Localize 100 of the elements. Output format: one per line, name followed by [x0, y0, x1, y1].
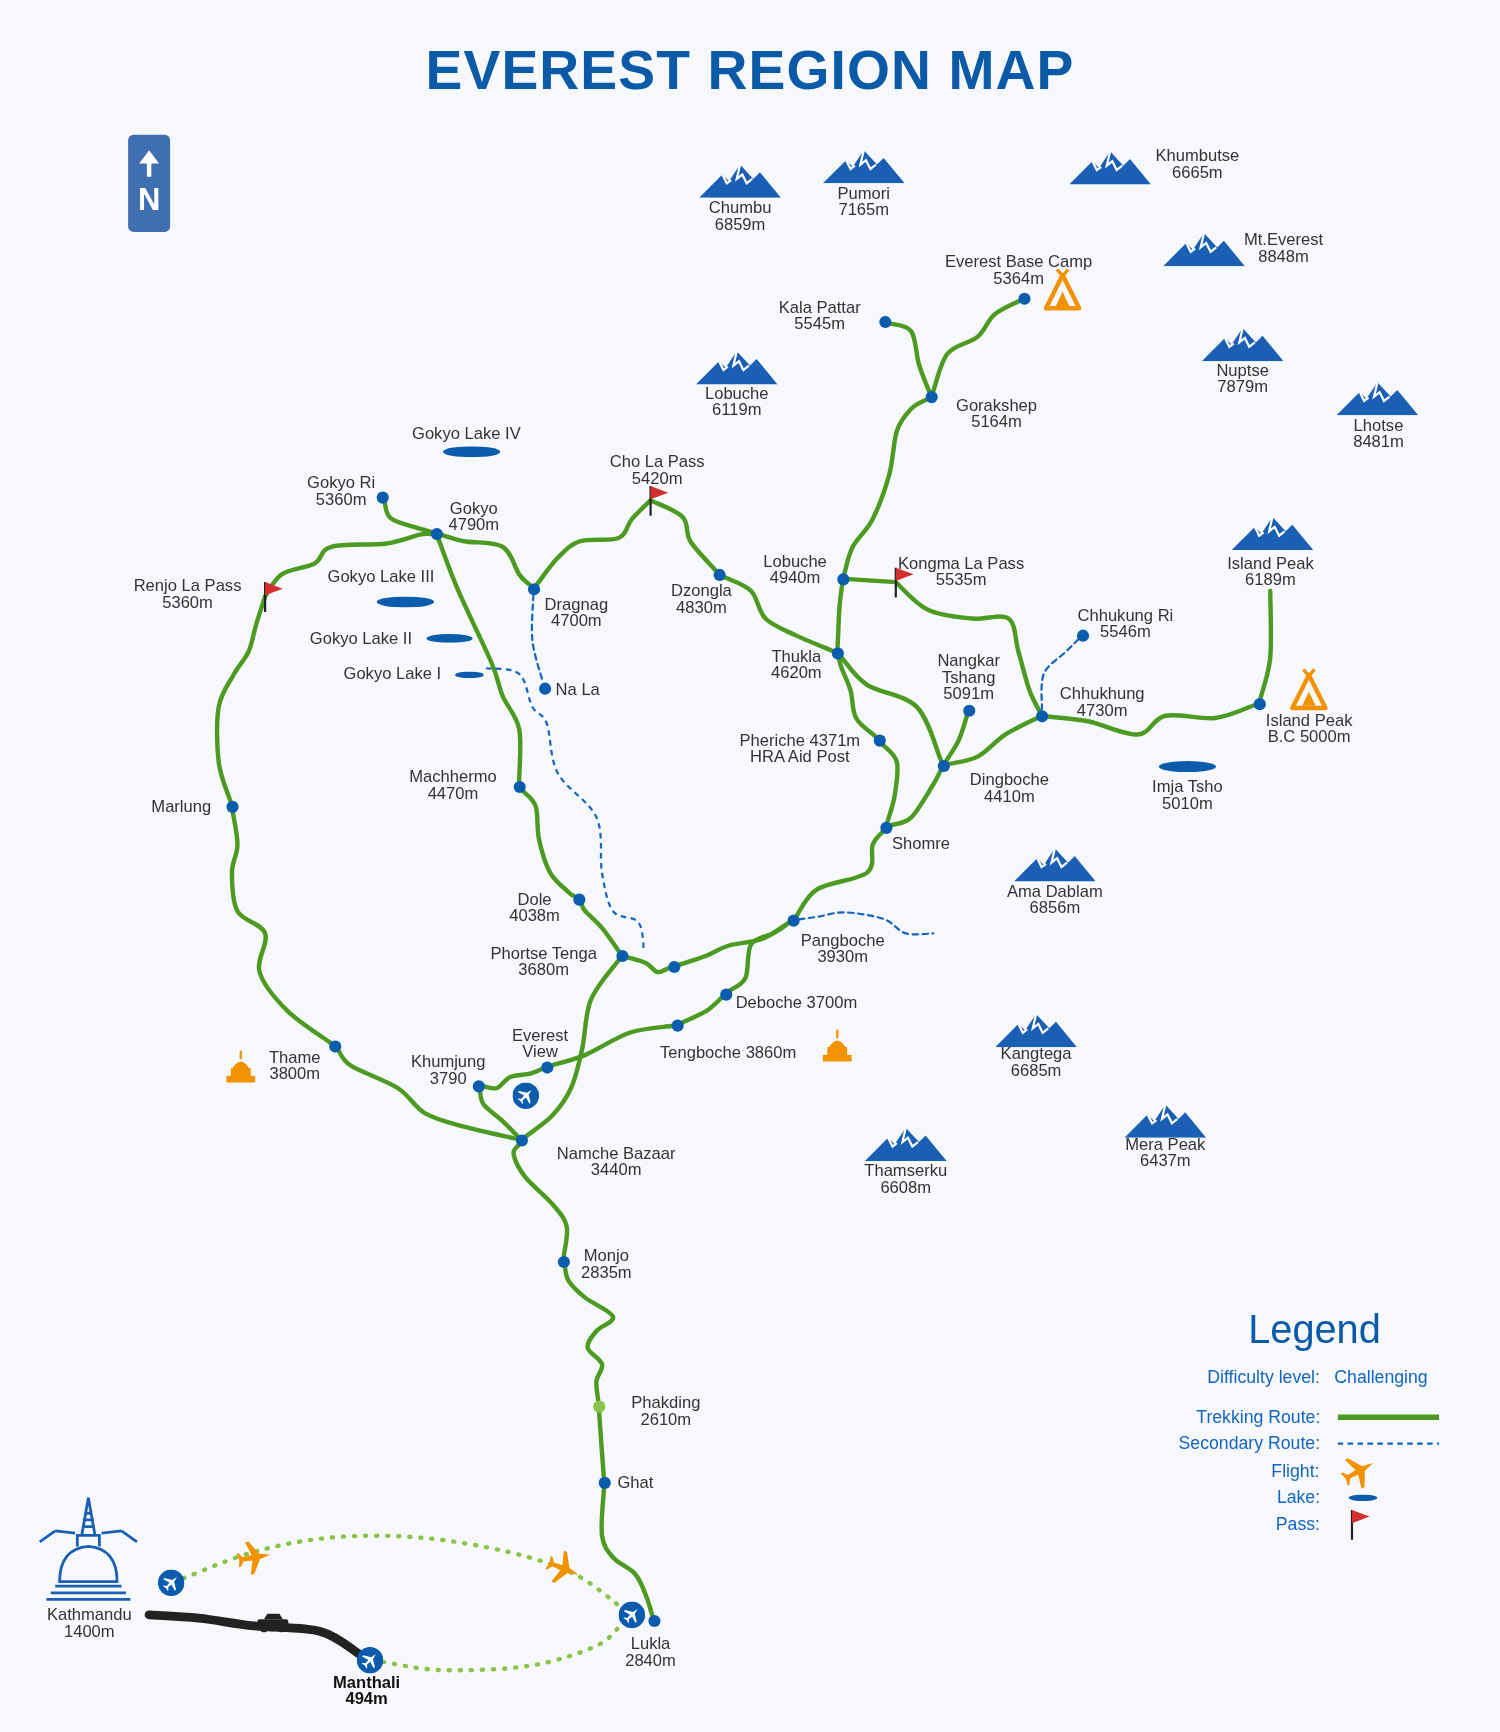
route-line	[794, 829, 885, 918]
place-name: Renjo La Pass	[133, 576, 242, 594]
place-detail: 2835m	[581, 1263, 632, 1281]
place-detail: 4730m	[1076, 701, 1128, 718]
place-name: Dzongla	[671, 582, 732, 599]
place-name: Khumjung	[410, 1052, 486, 1070]
legend-label: Flight:	[1271, 1461, 1320, 1482]
route-line	[523, 958, 621, 1139]
place-name: Everest Base Camp	[944, 252, 1093, 270]
route-line	[888, 321, 932, 394]
place-detail: 2840m	[625, 1651, 676, 1668]
peak-label: Pumori 7165m	[836, 184, 891, 218]
place-name: Na La	[555, 680, 600, 697]
place-name: Lobuche	[763, 552, 827, 569]
place-name: Monjo	[583, 1247, 629, 1264]
route-line	[477, 1089, 520, 1138]
peak-label: Ama Dablam 6856m	[1005, 882, 1104, 916]
place-detail: 6189m	[1245, 571, 1296, 588]
place-detail: 5360m	[162, 593, 213, 610]
route-line	[625, 955, 671, 975]
route-line	[520, 788, 576, 898]
route-line	[1258, 588, 1274, 700]
place-name: Pheriche 4371m	[739, 731, 861, 748]
place-name: Gorakshep	[956, 396, 1038, 414]
route-line	[842, 397, 929, 576]
route-line	[214, 594, 268, 803]
place-detail: 4470m	[427, 784, 479, 801]
route-line	[931, 299, 1021, 394]
peak-label: Nuptse 7879m	[1215, 361, 1270, 395]
secondary-route-line	[1040, 638, 1080, 711]
lake-label: Gokyo Lake I	[343, 664, 442, 682]
secondary-route-line	[797, 911, 935, 936]
place-detail: 4038m	[509, 906, 560, 924]
place-name: Kala Pattar	[778, 298, 861, 315]
place-detail: 4830m	[676, 598, 727, 616]
place-name: Shomre	[891, 835, 950, 852]
place-name: Lukla	[630, 1634, 671, 1652]
peak-label: Chumbu 6859m	[707, 198, 773, 232]
road-line	[144, 1610, 363, 1658]
place-name: Machhermo	[409, 767, 497, 785]
place-detail: 494m	[345, 1690, 388, 1707]
map-title: EVEREST REGION MAP	[424, 39, 1076, 102]
place-name: Kathmandu	[46, 1606, 132, 1623]
place-name: Thame	[268, 1048, 321, 1065]
place-detail: 4940m	[769, 568, 821, 586]
route-line	[893, 579, 1042, 713]
place-detail: 3680m	[518, 960, 570, 978]
route-line	[680, 995, 724, 1025]
route-line	[722, 574, 834, 653]
place-detail: 3790	[429, 1069, 467, 1086]
route-line	[839, 655, 943, 763]
peak-label: Mera Peak 6437m	[1124, 1135, 1207, 1169]
place-name: Pangboche	[800, 931, 885, 948]
legend-title: Legend	[1248, 1307, 1381, 1352]
route-line	[262, 531, 433, 599]
place-name: Phakding	[631, 1393, 701, 1411]
place-detail: HRA Aid Post	[750, 747, 850, 765]
peak-label: Kangtega 6685m	[999, 1044, 1073, 1079]
route-line	[889, 768, 943, 828]
peak-label: Thamserku 6608m	[863, 1162, 949, 1196]
place-name: Tengboche 3860m	[660, 1043, 797, 1061]
place-name: Cho La Pass	[609, 452, 705, 470]
route-line	[880, 742, 900, 824]
place-detail: 5545m	[794, 314, 846, 332]
difficulty-value: Challenging	[1334, 1367, 1428, 1388]
place-detail: 3800m	[269, 1064, 321, 1082]
place-name: Island Peak	[1265, 711, 1353, 728]
peak-label: Mt.Everest 8848m	[1242, 230, 1325, 264]
lake-label: Gokyo Lake IV	[412, 424, 521, 441]
route-line	[596, 1410, 606, 1479]
place-detail: 4620m	[771, 663, 822, 681]
place-detail: 5164m	[971, 413, 1022, 430]
route-line	[562, 1265, 616, 1403]
peak-label: Lhotse 8481m	[1352, 416, 1405, 450]
place-name: Gokyo Ri	[307, 473, 376, 491]
legend-label: Lake:	[1276, 1487, 1321, 1508]
place-name: Island Peak	[1227, 554, 1314, 572]
route-line	[1045, 703, 1256, 737]
lake-label: Gokyo Lake II	[309, 629, 413, 647]
north-label: N	[136, 182, 162, 218]
peak-label: Lobuche 6119m	[703, 384, 770, 418]
place-detail: 5420m	[631, 469, 683, 486]
lake-label: Gokyo Lake III	[327, 567, 435, 585]
place-detail: 5535m	[935, 571, 987, 588]
legend-label: Pass:	[1275, 1514, 1320, 1535]
place-name: Kongma La Pass	[898, 554, 1025, 572]
place-detail: 5546m	[1100, 623, 1151, 640]
route-line	[677, 921, 791, 967]
route-line	[599, 1486, 655, 1617]
place-detail: 1400m	[64, 1622, 115, 1640]
place-detail: 2610m	[640, 1410, 692, 1428]
peak-label: Khumbutse 6665m	[1154, 146, 1241, 181]
route-line	[648, 498, 718, 572]
place-name: Deboche 3700m	[735, 994, 858, 1011]
place-name: Chhukhung	[1059, 684, 1145, 702]
legend-label: Secondary Route:	[1178, 1433, 1321, 1454]
place-detail: B.C 5000m	[1267, 727, 1351, 745]
place-name: Dingboche	[969, 771, 1050, 788]
place-name: Ghat	[617, 1473, 654, 1491]
route-line	[550, 1023, 674, 1068]
